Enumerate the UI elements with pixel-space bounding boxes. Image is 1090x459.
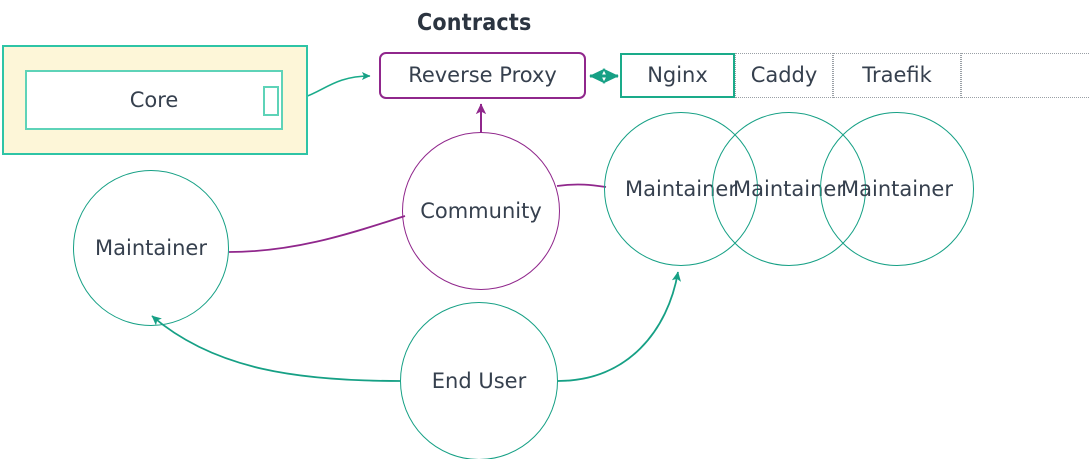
actor-maintainer-left[interactable]: Maintainer [73,170,229,326]
actor-maintainer-stack-3[interactable]: Maintainer [820,112,974,266]
actor-community-label: Community [420,198,542,223]
core-port-handle[interactable] [263,86,279,116]
edge-community-maintainer-right [556,183,607,188]
edge-enduser-to-maintainer-right [557,271,682,382]
impl-label-caddy: Caddy [750,63,818,87]
edge-maintainer-left-community [228,215,406,253]
impl-box-traefik[interactable]: Traefik [833,53,961,98]
actor-end-user[interactable]: End User [400,302,558,459]
impl-box-caddy[interactable]: Caddy [735,53,833,98]
actor-end-user-label: End User [431,368,527,393]
core-label: Core [129,87,179,112]
contracts-heading: Contracts [417,10,532,36]
reverse-proxy-node[interactable]: Reverse Proxy [379,52,586,99]
actor-community[interactable]: Community [402,132,560,290]
impl-box-empty[interactable] [961,53,1090,98]
actor-maintainer-stack-3-label: Maintainer [841,176,953,201]
impl-label-nginx: Nginx [647,63,708,87]
core-node[interactable]: Core [25,70,283,130]
edge-enduser-to-maintainer-left [151,315,401,382]
impl-box-nginx[interactable]: Nginx [620,53,735,98]
reverse-proxy-label: Reverse Proxy [408,63,557,87]
actor-maintainer-left-label: Maintainer [95,235,207,260]
impl-label-traefik: Traefik [862,63,932,87]
